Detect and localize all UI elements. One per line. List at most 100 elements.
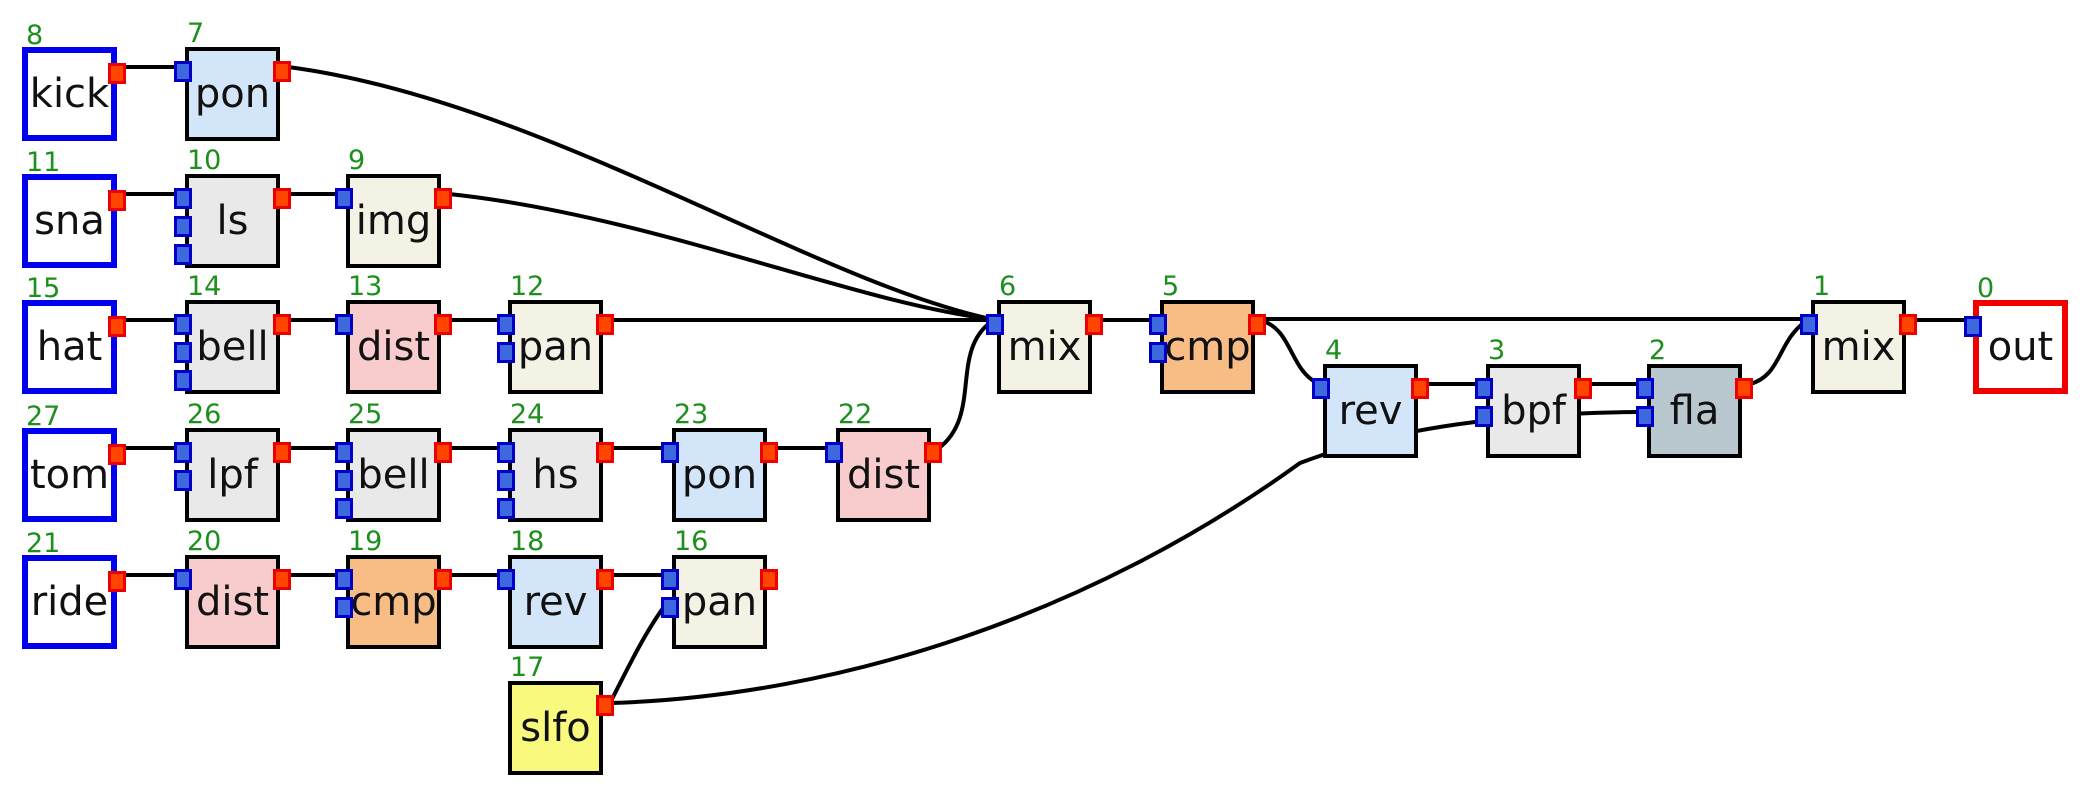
edge-5-4[interactable] bbox=[1261, 319, 1319, 385]
input-port[interactable] bbox=[497, 470, 515, 491]
node-slfo-17[interactable]: 17 slfo bbox=[508, 652, 614, 775]
node-bpf-3[interactable]: 3 bpf bbox=[1475, 335, 1592, 458]
input-port[interactable] bbox=[1800, 314, 1818, 335]
input-port[interactable] bbox=[1149, 314, 1167, 335]
output-port[interactable] bbox=[760, 569, 778, 590]
node-pon-23[interactable]: 23 pon bbox=[661, 399, 778, 522]
input-port[interactable] bbox=[825, 442, 843, 463]
input-port[interactable] bbox=[174, 370, 192, 391]
input-port[interactable] bbox=[661, 597, 679, 618]
input-port[interactable] bbox=[1312, 378, 1330, 399]
input-port[interactable] bbox=[661, 442, 679, 463]
node-dist-22[interactable]: 22 dist bbox=[825, 399, 942, 522]
output-port[interactable] bbox=[596, 442, 614, 463]
output-port[interactable] bbox=[434, 314, 452, 335]
input-port[interactable] bbox=[174, 470, 192, 491]
input-port[interactable] bbox=[335, 498, 353, 519]
edge-22-6[interactable] bbox=[937, 320, 993, 450]
input-port[interactable] bbox=[335, 597, 353, 618]
node-tom-27[interactable]: 27 tom bbox=[22, 401, 126, 522]
edge-7-6[interactable] bbox=[286, 65, 993, 321]
output-port[interactable] bbox=[273, 61, 291, 82]
input-port[interactable] bbox=[661, 569, 679, 590]
output-port[interactable] bbox=[596, 695, 614, 716]
input-port[interactable] bbox=[1149, 342, 1167, 363]
node-hs-24[interactable]: 24 hs bbox=[497, 399, 614, 522]
output-port[interactable] bbox=[273, 314, 291, 335]
output-port[interactable] bbox=[108, 444, 126, 465]
output-port[interactable] bbox=[434, 442, 452, 463]
node-kick-8[interactable]: 8 kick bbox=[22, 20, 126, 141]
input-port[interactable] bbox=[174, 442, 192, 463]
input-port[interactable] bbox=[497, 569, 515, 590]
input-port[interactable] bbox=[335, 470, 353, 491]
node-bell-25[interactable]: 25 bell bbox=[335, 399, 452, 522]
node-ride-21[interactable]: 21 ride bbox=[22, 528, 126, 649]
node-hat-15[interactable]: 15 hat bbox=[22, 273, 126, 394]
edge-2-1[interactable] bbox=[1748, 320, 1807, 386]
input-port[interactable] bbox=[497, 442, 515, 463]
output-port[interactable] bbox=[1248, 314, 1266, 335]
node-lpf-26[interactable]: 26 lpf bbox=[174, 399, 291, 522]
node-fla-2[interactable]: 2 fla bbox=[1636, 335, 1753, 458]
output-port[interactable] bbox=[1899, 314, 1917, 335]
node-rev-18[interactable]: 18 rev bbox=[497, 526, 614, 649]
input-port[interactable] bbox=[174, 244, 192, 265]
node-rev-4[interactable]: 4 rev bbox=[1312, 335, 1429, 458]
node-img-9[interactable]: 9 img bbox=[335, 145, 452, 268]
output-port[interactable] bbox=[1411, 378, 1429, 399]
node-sna-11[interactable]: 11 sna bbox=[22, 147, 126, 268]
output-port[interactable] bbox=[1735, 378, 1753, 399]
input-port[interactable] bbox=[174, 314, 192, 335]
output-port[interactable] bbox=[434, 188, 452, 209]
input-port[interactable] bbox=[1636, 378, 1654, 399]
node-label: pon bbox=[194, 71, 271, 117]
node-ls-10[interactable]: 10 ls bbox=[174, 145, 291, 268]
node-pon-7[interactable]: 7 pon bbox=[174, 18, 291, 141]
output-port[interactable] bbox=[273, 188, 291, 209]
node-dist-13[interactable]: 13 dist bbox=[335, 271, 452, 394]
node-pan-16[interactable]: 16 pan bbox=[661, 526, 778, 649]
output-port[interactable] bbox=[924, 442, 942, 463]
node-cmp-5[interactable]: 5 cmp bbox=[1149, 271, 1266, 394]
input-port[interactable] bbox=[335, 569, 353, 590]
input-port[interactable] bbox=[174, 61, 192, 82]
input-port[interactable] bbox=[335, 314, 353, 335]
input-port[interactable] bbox=[174, 188, 192, 209]
node-mix-1[interactable]: 1 mix bbox=[1800, 271, 1917, 394]
output-port[interactable] bbox=[108, 316, 126, 337]
output-port[interactable] bbox=[108, 571, 126, 592]
node-bell-14[interactable]: 14 bell bbox=[174, 271, 291, 394]
node-dist-20[interactable]: 20 dist bbox=[174, 526, 291, 649]
input-port[interactable] bbox=[1636, 406, 1654, 427]
edge-9-6[interactable] bbox=[447, 192, 993, 321]
node-cmp-19[interactable]: 19 cmp bbox=[335, 526, 452, 649]
node-id-badge: 4 bbox=[1325, 335, 1343, 366]
input-port[interactable] bbox=[497, 314, 515, 335]
node-pan-12[interactable]: 12 pan bbox=[497, 271, 614, 394]
output-port[interactable] bbox=[434, 569, 452, 590]
input-port[interactable] bbox=[497, 498, 515, 519]
output-port[interactable] bbox=[273, 569, 291, 590]
input-port[interactable] bbox=[174, 342, 192, 363]
output-port[interactable] bbox=[760, 442, 778, 463]
output-port[interactable] bbox=[108, 190, 126, 211]
input-port[interactable] bbox=[174, 569, 192, 590]
input-port[interactable] bbox=[1475, 378, 1493, 399]
output-port[interactable] bbox=[1574, 378, 1592, 399]
output-port[interactable] bbox=[596, 314, 614, 335]
output-port[interactable] bbox=[1085, 314, 1103, 335]
node-out-0[interactable]: 0 out bbox=[1964, 273, 2068, 394]
edge-17-16[interactable] bbox=[609, 602, 668, 703]
input-port[interactable] bbox=[335, 188, 353, 209]
output-port[interactable] bbox=[273, 442, 291, 463]
input-port[interactable] bbox=[497, 342, 515, 363]
input-port[interactable] bbox=[1475, 406, 1493, 427]
input-port[interactable] bbox=[1964, 316, 1982, 337]
node-mix-6[interactable]: 6 mix bbox=[986, 271, 1103, 394]
input-port[interactable] bbox=[335, 442, 353, 463]
output-port[interactable] bbox=[108, 63, 126, 84]
input-port[interactable] bbox=[986, 314, 1004, 335]
input-port[interactable] bbox=[174, 216, 192, 237]
output-port[interactable] bbox=[596, 569, 614, 590]
